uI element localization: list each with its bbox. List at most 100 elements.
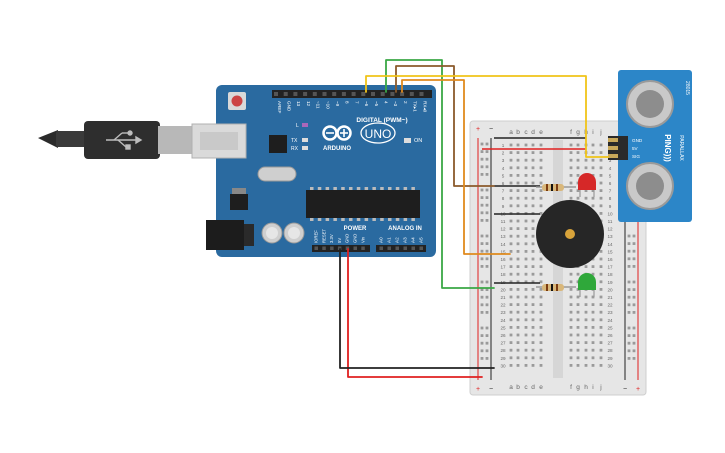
digital-pin-label: ~11 (316, 101, 321, 109)
column-label: b (516, 129, 520, 136)
breadboard-hole (591, 272, 595, 276)
breadboard-hole (524, 265, 528, 268)
breadboard-hole (599, 265, 603, 268)
breadboard-hole (531, 196, 535, 200)
green-wire (385, 59, 495, 289)
breadboard-hole (599, 295, 603, 299)
rail-hole (632, 257, 636, 261)
chip-pin (317, 218, 322, 221)
breadboard-hole (569, 310, 573, 314)
digital-pin-label: ~6 (364, 101, 369, 107)
rail-hole (480, 150, 484, 153)
row-label: 13 (500, 234, 506, 239)
breadboard-hole (569, 166, 573, 170)
breadboard-hole (576, 280, 580, 284)
breadboard-hole (576, 356, 580, 360)
breadboard-hole (591, 166, 595, 170)
capacitor-2-top (288, 227, 300, 239)
rail-hole (480, 288, 484, 291)
breadboard-hole (584, 265, 588, 268)
usb-plug-metal (158, 126, 192, 154)
rail-hole (480, 265, 484, 268)
chip-pin (356, 187, 361, 190)
digital-pin (312, 92, 317, 96)
digital-pin-label: ~10 (325, 101, 330, 109)
row-label: 20 (500, 287, 506, 292)
digital-pin (332, 92, 337, 96)
resistor-1-band2 (551, 184, 553, 191)
digital-pin (351, 92, 356, 96)
breadboard-hole (531, 341, 535, 344)
row-label: 14 (607, 242, 613, 247)
analog-pin-label: A1 (387, 237, 392, 243)
rail-hole (485, 234, 489, 238)
breadboard-hole (531, 166, 535, 170)
breadboard-hole (584, 189, 588, 192)
breadboard-hole (576, 348, 580, 352)
breadboard-hole (531, 143, 535, 147)
breadboard-hole (509, 288, 513, 291)
breadboard-hole (599, 333, 603, 337)
power-pin (353, 246, 357, 250)
row-label: 10 (607, 211, 613, 216)
breadboard-hole (591, 295, 595, 299)
analog-pin-label: A0 (379, 237, 384, 243)
chip-pin (395, 218, 400, 221)
sensor-transducer-top-inner (636, 90, 664, 118)
resistor-1-band3 (556, 184, 558, 191)
breadboard-hole (584, 318, 588, 322)
breadboard-hole (509, 303, 513, 306)
breadboard-hole (539, 288, 543, 291)
breadboard-hole (576, 151, 580, 154)
column-label: c (524, 129, 528, 136)
sensor-ref: 28015 (684, 81, 690, 95)
breadboard-hole (599, 196, 603, 200)
row-label: 28 (607, 348, 613, 353)
breadboard-hole (576, 295, 580, 299)
digital-pin (322, 92, 327, 96)
breadboard-hole (539, 212, 543, 215)
column-label: d (531, 384, 535, 391)
breadboard-hole (516, 333, 520, 337)
sensor-pin-sig (608, 154, 618, 158)
breadboard-hole (569, 158, 573, 162)
breadboard-hole (569, 356, 573, 360)
chip-pin (411, 218, 415, 221)
breadboard-hole (531, 265, 535, 268)
rail-hole (480, 165, 484, 169)
column-label: j (599, 384, 601, 391)
row-label: 19 (607, 280, 613, 285)
breadboard-hole (599, 326, 603, 329)
breadboard-hole (509, 326, 513, 329)
breadboard-hole (509, 196, 513, 200)
rail-minus-bottom-right: − (623, 386, 627, 393)
rail-hole (627, 295, 631, 299)
rail-hole (485, 311, 489, 314)
resistor-2-band3 (556, 284, 558, 291)
power-pin-label: GND (345, 234, 350, 243)
green-led-body (578, 273, 596, 290)
breadboard-hole (584, 295, 588, 299)
sensor-pin-label: GND (632, 138, 643, 143)
rail-hole (632, 249, 636, 253)
rail-hole (632, 242, 636, 245)
breadboard-hole (584, 158, 588, 162)
row-label: 27 (607, 341, 613, 346)
chip-pin (372, 187, 376, 190)
column-label: h (584, 384, 588, 391)
crystal-oscillator (257, 166, 297, 182)
brown-wire (395, 65, 495, 187)
breadboard-hole (524, 318, 528, 322)
breadboard-hole (599, 303, 603, 306)
row-label: 16 (500, 257, 506, 262)
row-label: 18 (500, 272, 506, 277)
analog-pin-label: A4 (411, 237, 416, 243)
chip-pin (388, 187, 392, 190)
column-label: d (531, 129, 535, 136)
rail-hole (485, 257, 489, 261)
reset-button-cap[interactable] (231, 95, 243, 107)
rail-hole (627, 234, 631, 238)
